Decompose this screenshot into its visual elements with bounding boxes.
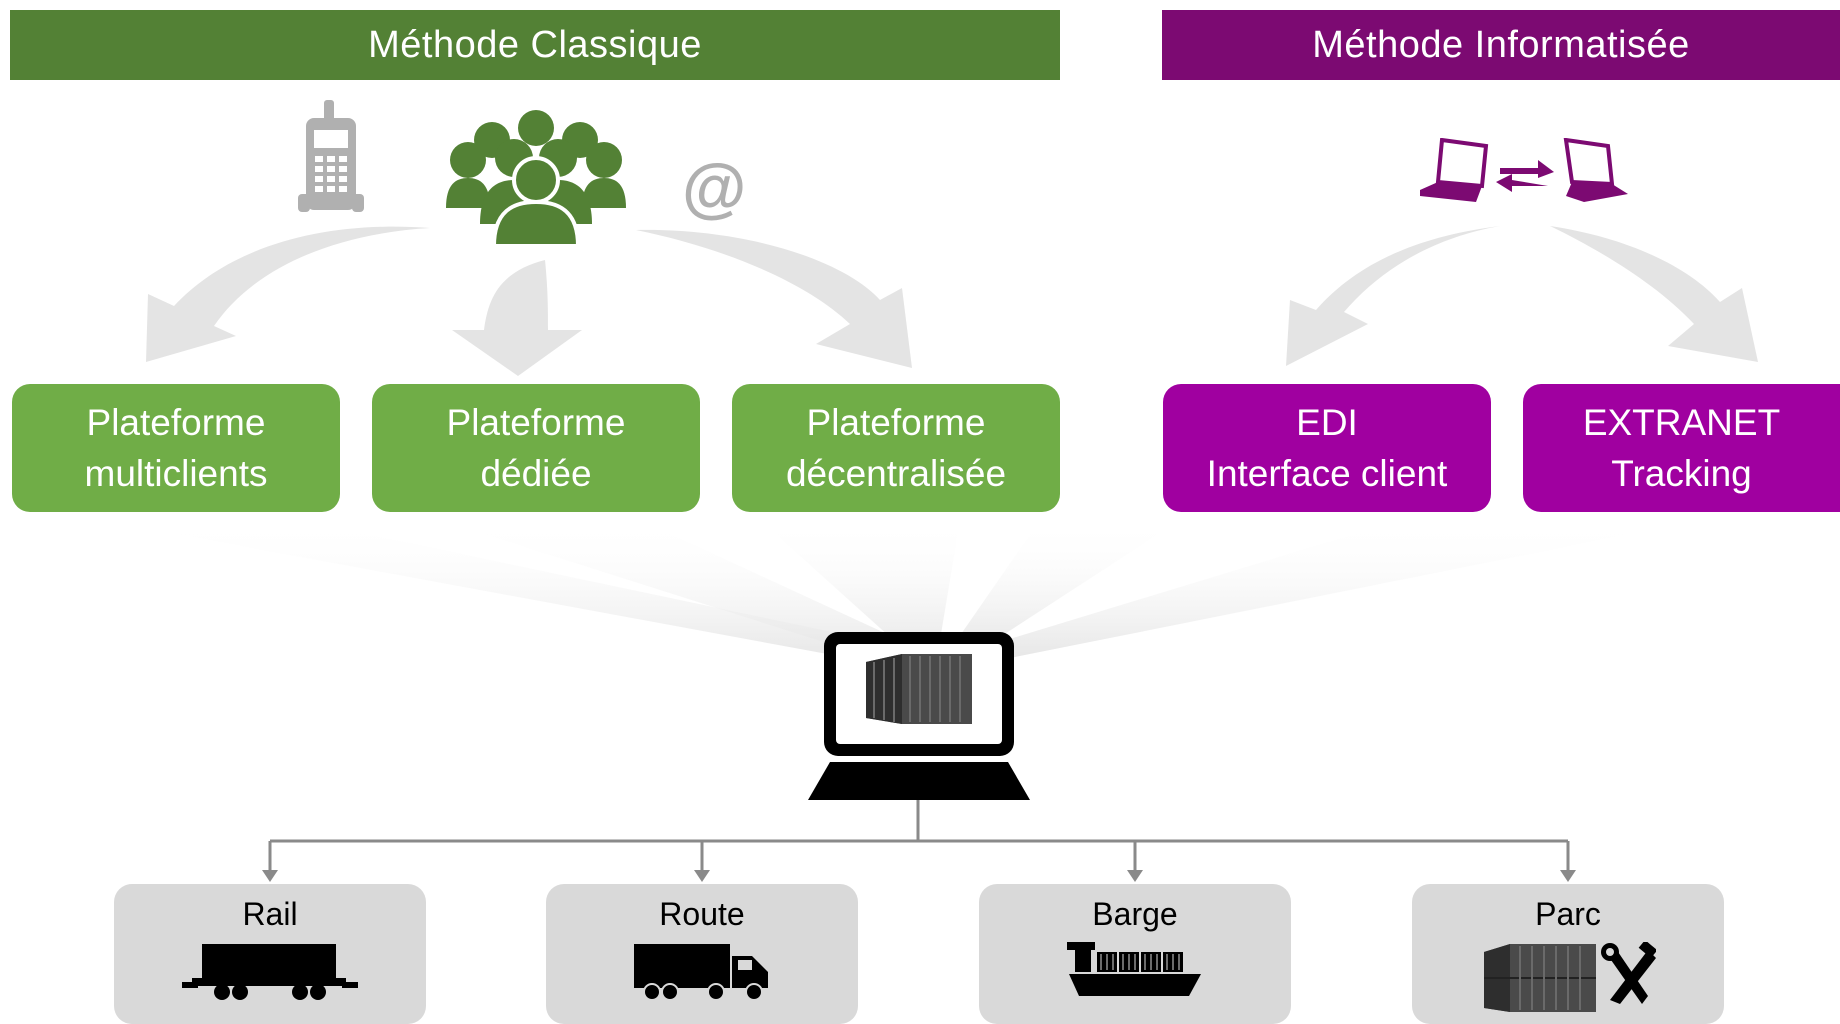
platform-title: Plateforme: [446, 402, 626, 443]
container-yard-tools-icon: [1484, 942, 1656, 1012]
platform-subtitle: dédiée: [480, 453, 592, 494]
mode-label: Barge: [1092, 896, 1178, 932]
tools-icon: [1601, 942, 1656, 1004]
mode-label: Parc: [1535, 896, 1601, 932]
mode-parc[interactable]: Parc: [1412, 884, 1724, 1024]
platform-title: EXTRANET: [1582, 402, 1781, 443]
platform-decentralisee[interactable]: Plateforme décentralisée: [732, 384, 1060, 512]
mode-barge[interactable]: Barge: [979, 884, 1291, 1024]
train-wagon-icon: [182, 944, 358, 1000]
mode-connectors: [268, 800, 1570, 872]
mode-label: Route: [659, 896, 745, 932]
barge-icon: [1067, 942, 1201, 996]
email-icon: @: [682, 150, 747, 224]
container-stack-icon: [1484, 944, 1596, 1012]
platform-title: EDI: [1296, 402, 1358, 443]
platform-multiclients[interactable]: Plateforme multiclients: [12, 384, 340, 512]
people-group-icon: [446, 110, 626, 246]
laptop-container-icon: [808, 632, 1030, 800]
distribution-arrows-info: [1286, 226, 1758, 366]
laptop-exchange-icon: [1420, 138, 1628, 202]
distribution-arrows-classic: [146, 226, 912, 376]
platform-edi[interactable]: EDI Interface client: [1163, 384, 1491, 512]
platform-title: Plateforme: [86, 402, 266, 443]
platform-subtitle: décentralisée: [785, 453, 1007, 494]
platform-dediee[interactable]: Plateforme dédiée: [372, 384, 700, 512]
mode-route[interactable]: Route: [546, 884, 858, 1024]
mode-label: Rail: [242, 896, 298, 932]
platform-subtitle: multiclients: [84, 453, 268, 494]
container-icon: [866, 654, 972, 724]
connector-arrowheads: [262, 870, 1576, 882]
funnel-beams: [100, 520, 1700, 660]
mode-rail[interactable]: Rail: [114, 884, 426, 1024]
phone-icon: [298, 100, 364, 212]
platform-title: Plateforme: [806, 402, 986, 443]
platform-subtitle: Tracking: [1611, 453, 1752, 494]
platform-extranet[interactable]: EXTRANET Tracking: [1523, 384, 1840, 512]
platform-subtitle: Interface client: [1206, 453, 1448, 494]
header-methode-classique: Méthode Classique: [10, 10, 1060, 80]
truck-icon: [634, 944, 768, 1001]
header-methode-informatisee: Méthode Informatisée: [1162, 10, 1840, 80]
